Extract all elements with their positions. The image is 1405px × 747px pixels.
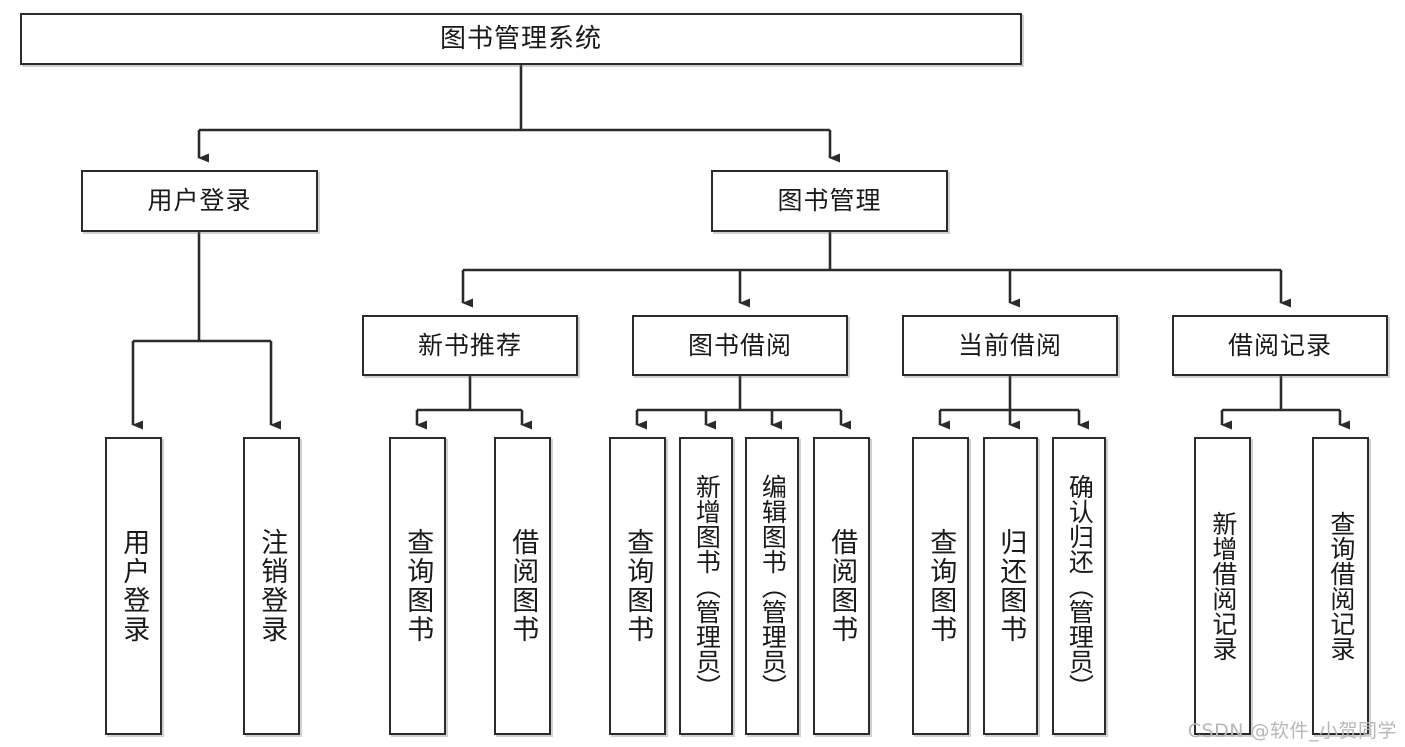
node-user-login-label: 用户登录	[147, 186, 252, 216]
leaf-confirm-return[interactable]: 确认归还（管理员）	[1052, 437, 1106, 735]
leaf-add-book[interactable]: 新增图书（管理员）	[679, 437, 733, 735]
leaf-add-borrow-record-label: 新增借阅记录	[1208, 511, 1238, 661]
node-book-management[interactable]: 图书管理	[711, 170, 948, 232]
leaf-borrow-book-label: 借阅图书	[826, 528, 858, 644]
leaf-borrow-book-recommend-label: 借阅图书	[507, 528, 539, 644]
leaf-return-book-label: 归还图书	[995, 528, 1027, 644]
leaf-query-borrow-record-label: 查询借阅记录	[1326, 511, 1356, 661]
leaf-query-book-recommend-label: 查询图书	[402, 528, 434, 644]
leaf-edit-book-label: 编辑图书（管理员）	[758, 473, 788, 699]
node-current-borrow[interactable]: 当前借阅	[902, 315, 1118, 376]
node-book-borrow[interactable]: 图书借阅	[632, 315, 848, 376]
leaf-query-book-borrow-label: 查询图书	[622, 528, 654, 644]
leaf-user-logout-label: 注销登录	[256, 528, 288, 644]
node-user-login[interactable]: 用户登录	[81, 170, 318, 232]
leaf-confirm-return-label: 确认归还（管理员）	[1065, 473, 1095, 699]
node-new-book-recommend[interactable]: 新书推荐	[362, 315, 578, 376]
csdn-watermark: CSDN @软件_小贺同学	[1187, 720, 1397, 742]
leaf-user-login-label: 用户登录	[118, 528, 150, 644]
leaf-add-borrow-record[interactable]: 新增借阅记录	[1194, 437, 1251, 735]
node-borrow-record[interactable]: 借阅记录	[1172, 315, 1388, 376]
leaf-query-book-current[interactable]: 查询图书	[912, 437, 969, 735]
leaf-borrow-book[interactable]: 借阅图书	[813, 437, 870, 735]
leaf-query-book-borrow[interactable]: 查询图书	[609, 437, 666, 735]
leaf-user-logout[interactable]: 注销登录	[243, 437, 300, 735]
leaf-query-book-current-label: 查询图书	[925, 528, 957, 644]
node-root-book-management-system[interactable]: 图书管理系统	[20, 13, 1022, 65]
leaf-query-borrow-record[interactable]: 查询借阅记录	[1312, 437, 1369, 735]
node-current-borrow-label: 当前借阅	[957, 330, 1062, 360]
leaf-user-login[interactable]: 用户登录	[105, 437, 162, 735]
node-book-borrow-label: 图书借阅	[687, 330, 792, 360]
node-book-management-label: 图书管理	[777, 186, 882, 216]
leaf-add-book-label: 新增图书（管理员）	[692, 473, 722, 699]
node-root-label: 图书管理系统	[439, 23, 602, 54]
node-new-book-recommend-label: 新书推荐	[417, 330, 522, 360]
leaf-borrow-book-recommend[interactable]: 借阅图书	[494, 437, 551, 735]
leaf-edit-book[interactable]: 编辑图书（管理员）	[745, 437, 799, 735]
leaf-return-book[interactable]: 归还图书	[983, 437, 1038, 735]
leaf-query-book-recommend[interactable]: 查询图书	[389, 437, 446, 735]
node-borrow-record-label: 借阅记录	[1227, 330, 1332, 360]
